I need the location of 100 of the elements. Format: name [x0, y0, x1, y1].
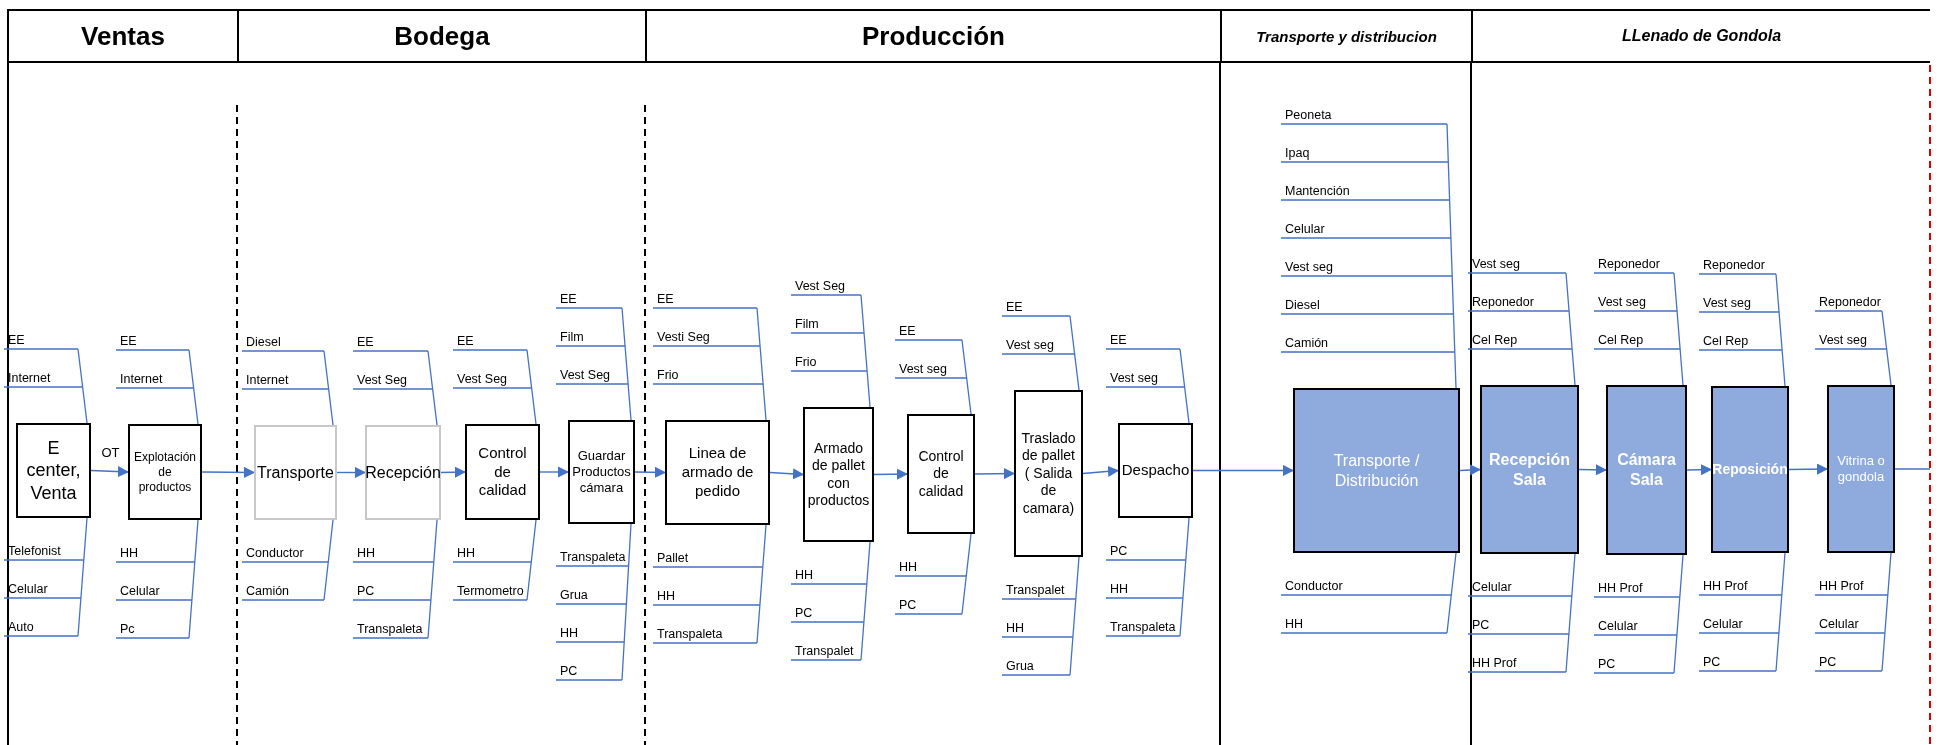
process-box: E center, Venta — [16, 423, 91, 518]
input-label: Reponedor — [1819, 294, 1881, 310]
lane-title: LLenado de Gondola — [1471, 9, 1930, 63]
input-label: Vest Seg — [457, 371, 508, 387]
input-label: HH — [120, 545, 139, 561]
input-label: HH Prof — [1472, 655, 1517, 671]
input-label: Camión — [246, 583, 290, 599]
input-label: PC — [1472, 617, 1490, 633]
input-label: Grua — [560, 587, 588, 603]
input-label: Celular — [1285, 221, 1325, 237]
input-label: EE — [120, 333, 137, 349]
input-label: HH Prof — [1819, 578, 1864, 594]
input-label: EE — [560, 291, 577, 307]
input-label: HH — [1006, 620, 1025, 636]
arrow — [440, 466, 467, 478]
input-label: Celular — [1819, 616, 1859, 632]
input-label: EE — [357, 334, 374, 350]
input-label: Film — [560, 329, 584, 345]
arrow — [873, 468, 909, 480]
input-label: PC — [1703, 654, 1721, 670]
input-label: Ipaq — [1285, 145, 1310, 161]
process-box: Vitrina o gondola — [1827, 385, 1895, 553]
process-box: Traslado de pallet ( Salida de camara) — [1014, 390, 1083, 557]
input-label: Vest Seg — [357, 372, 408, 388]
input-label: Termometro — [457, 583, 524, 599]
process-box: Transporte — [254, 425, 337, 520]
input-label: Reponedor — [1598, 256, 1660, 272]
process-box: Explotación de productos — [128, 424, 202, 520]
input-label: Peoneta — [1285, 107, 1332, 123]
arrow — [769, 468, 805, 480]
input-label: Film — [795, 316, 819, 332]
input-label: Grua — [1006, 658, 1034, 674]
input-label: Vest seg — [1285, 259, 1333, 275]
arrow — [634, 466, 667, 478]
process-box: Despacho — [1118, 423, 1193, 518]
input-label: Reponedor — [1703, 257, 1765, 273]
process-box: Control de calidad — [465, 424, 540, 520]
input-label: Vest seg — [1703, 295, 1751, 311]
arrow — [539, 466, 570, 478]
input-label: HH — [357, 545, 376, 561]
lane-title: Bodega — [237, 9, 645, 63]
input-label: Transpalet — [1006, 582, 1065, 598]
input-label: HH Prof — [1598, 580, 1643, 596]
arrow — [1578, 464, 1608, 476]
input-label: Pallet — [657, 550, 689, 566]
input-label: HH — [795, 567, 814, 583]
input-label: Conductor — [1285, 578, 1343, 594]
lane-title: Ventas — [7, 9, 237, 63]
input-label: Vest seg — [899, 361, 947, 377]
input-label: Pc — [120, 621, 135, 637]
input-label: Camión — [1285, 335, 1329, 351]
input-label: Frio — [795, 354, 817, 370]
input-label: HH — [657, 588, 676, 604]
input-label: Vest seg — [1006, 337, 1054, 353]
process-box: Transporte / Distribución — [1293, 388, 1460, 553]
input-label: Celular — [8, 581, 48, 597]
process-box: Control de calidad — [907, 414, 975, 534]
input-label: HH — [1110, 581, 1129, 597]
arrow — [336, 466, 367, 479]
arrow — [201, 466, 256, 478]
input-label: Cel Rep — [1598, 332, 1644, 348]
input-label: EE — [8, 332, 25, 348]
input-label: Vest seg — [1472, 256, 1520, 272]
input-label: EE — [899, 323, 916, 339]
process-box: Reposición — [1711, 386, 1789, 553]
input-label: Transpaleta — [357, 621, 423, 637]
input-label: EE — [457, 333, 474, 349]
input-label: Internet — [246, 372, 289, 388]
input-label: PC — [560, 663, 578, 679]
input-label: Transpaleta — [1110, 619, 1176, 635]
input-label: Celular — [1472, 579, 1512, 595]
input-label: Frio — [657, 367, 679, 383]
input-label: Vest seg — [1598, 294, 1646, 310]
input-label: PC — [1598, 656, 1616, 672]
input-label: HH Prof — [1703, 578, 1748, 594]
input-label: Vesti Seg — [657, 329, 710, 345]
arrow — [974, 468, 1016, 480]
input-label: Transpaleta — [560, 549, 626, 565]
input-label: HH — [1285, 616, 1304, 632]
input-label: Internet — [120, 371, 163, 387]
process-box: Guardar Productos cámara — [568, 420, 635, 524]
input-label: Vest Seg — [560, 367, 611, 383]
input-label: Diesel — [246, 334, 281, 350]
input-label: Internet — [8, 370, 51, 386]
input-label: PC — [1110, 543, 1128, 559]
input-label: HH — [899, 559, 918, 575]
input-label: Telefonist — [8, 543, 61, 559]
process-box: Linea de armado de pedido — [665, 420, 770, 525]
arrow — [1686, 464, 1713, 476]
input-label: Celular — [1703, 616, 1743, 632]
input-label: PC — [795, 605, 813, 621]
input-label: PC — [899, 597, 917, 613]
input-label: EE — [657, 291, 674, 307]
input-label: Reponedor — [1472, 294, 1534, 310]
input-label: Auto — [8, 619, 34, 635]
input-label: HH — [560, 625, 579, 641]
process-box: Armado de pallet con productos — [803, 407, 874, 542]
arrow — [1192, 464, 1295, 477]
process-box: Recepción — [365, 425, 441, 520]
input-label: HH — [457, 545, 476, 561]
